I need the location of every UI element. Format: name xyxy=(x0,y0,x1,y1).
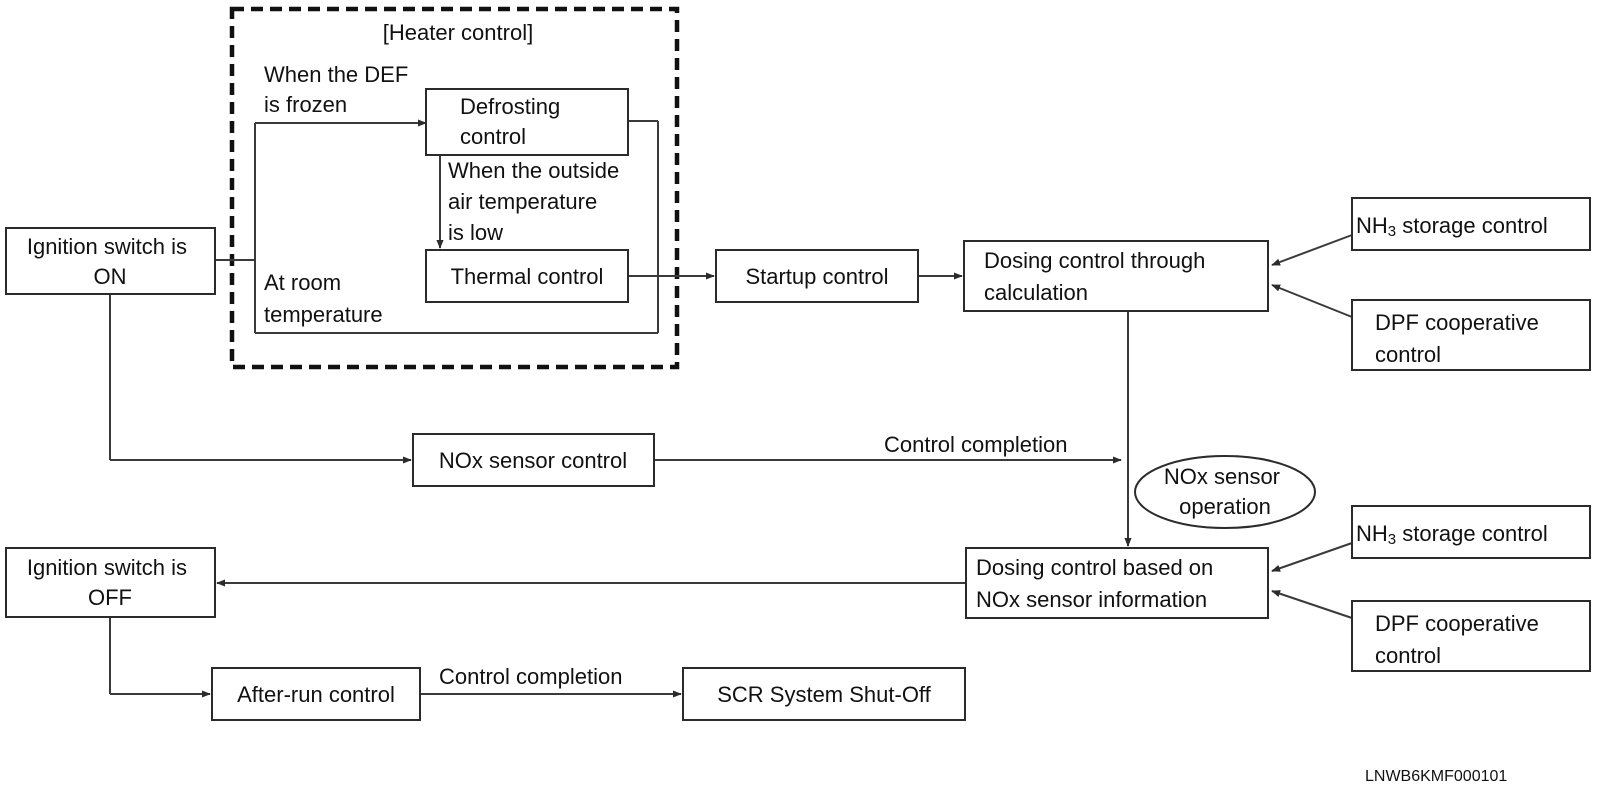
ignition-off-box xyxy=(5,547,216,618)
dosing-control-calculation-label: Dosing control through calculation xyxy=(984,248,1211,305)
arrow-nh3-top xyxy=(1271,234,1353,266)
startup-control-box xyxy=(715,249,919,303)
after-run-control-label: After-run control xyxy=(237,682,395,707)
nox-sensor-operation-label: NOx sensor operation xyxy=(1164,464,1286,519)
thermal-control-label: Thermal control xyxy=(451,264,604,289)
outside-temp-low-label: When the outside air temperature is low xyxy=(448,158,625,245)
after-run-control-box xyxy=(211,667,421,721)
defrosting-control-label: Defrosting control xyxy=(460,94,566,149)
scr-shutoff-box xyxy=(682,667,966,721)
defrosting-control-box xyxy=(425,88,629,156)
thermal-control-box xyxy=(425,249,629,303)
nox-sensor-control-label: NOx sensor control xyxy=(439,448,627,473)
room-temperature-label: At room temperature xyxy=(264,270,383,327)
nh3-storage-control-bottom-label: NH3 storage control xyxy=(1356,521,1548,548)
arrow-dpf-bottom xyxy=(1271,590,1353,619)
scr-shutoff-label: SCR System Shut-Off xyxy=(717,682,931,707)
def-frozen-label: When the DEF is frozen xyxy=(264,62,414,117)
arrow-dpf-top xyxy=(1271,284,1353,318)
dosing-control-calculation-box xyxy=(963,240,1269,312)
ignition-on-label: Ignition switch is ON xyxy=(27,234,193,289)
nh3-storage-control-top-label: NH3 storage control xyxy=(1356,213,1548,240)
nox-sensor-control-box xyxy=(412,433,655,487)
dosing-control-nox-label: Dosing control based on NOx sensor infor… xyxy=(976,555,1219,612)
ignition-off-label: Ignition switch is OFF xyxy=(27,555,193,610)
dpf-cooperative-control-bottom-label: DPF cooperative control xyxy=(1375,611,1545,668)
dosing-control-nox-box xyxy=(965,547,1269,619)
nh3-storage-control-top-box xyxy=(1351,197,1591,251)
nh3-storage-control-bottom-box xyxy=(1351,505,1591,559)
dpf-cooperative-control-top-box xyxy=(1351,299,1591,371)
figure-code: LNWB6KMF000101 xyxy=(1365,768,1507,785)
arrow-nh3-bottom xyxy=(1271,542,1353,572)
control-completion-bottom-label: Control completion xyxy=(439,664,622,689)
dpf-cooperative-control-bottom-box xyxy=(1351,600,1591,672)
nox-sensor-operation-ellipse xyxy=(1134,455,1316,529)
control-completion-top-label: Control completion xyxy=(884,432,1067,457)
heater-control-title: [Heater control] xyxy=(383,20,533,45)
dpf-cooperative-control-top-label: DPF cooperative control xyxy=(1375,310,1545,367)
heater-control-group xyxy=(229,6,680,370)
startup-control-label: Startup control xyxy=(745,264,888,289)
ignition-on-box xyxy=(5,227,216,295)
connectors xyxy=(109,119,1353,698)
